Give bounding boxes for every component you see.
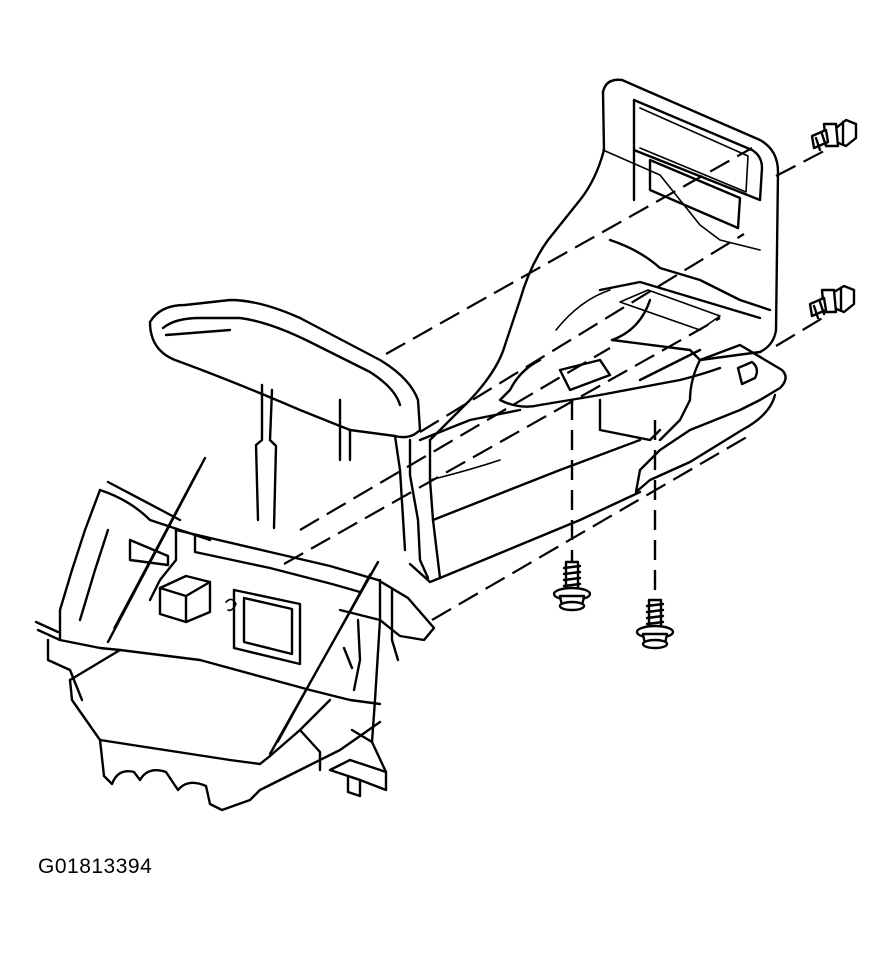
screw-left-icon: [552, 560, 592, 612]
guide-line-center: [299, 347, 611, 531]
guide-line-lid-to-bin-top: [385, 147, 753, 355]
front-console-base: [34, 383, 436, 812]
guide-line-base-to-bracket: [431, 433, 753, 621]
console-tunnel-body: [408, 408, 642, 584]
guide-line-lid-to-bin-mid: [419, 233, 745, 433]
armrest-lid: [148, 298, 430, 580]
figure-id-label: G01813394: [38, 855, 153, 878]
side-bracket: [598, 343, 787, 494]
hex-bolt-upper-icon: [810, 118, 858, 152]
assembly-guide-lines: [283, 147, 827, 621]
guide-line-bolt-lower: [775, 315, 827, 347]
rear-console-bin: [428, 78, 780, 442]
guide-line-bolt-upper: [775, 149, 827, 177]
hex-bolt-lower-icon: [808, 284, 856, 320]
guide-line-base-to-bin: [283, 317, 721, 565]
screw-right-icon: [635, 598, 675, 650]
brace-lines: [106, 456, 380, 756]
